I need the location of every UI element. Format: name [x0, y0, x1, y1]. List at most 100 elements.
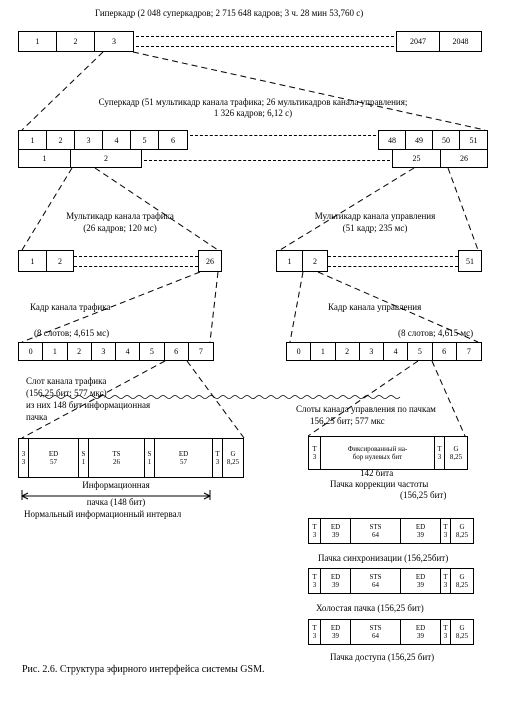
- multiframe-control-cell: 1: [277, 251, 303, 271]
- superframe-cell: 1: [19, 150, 71, 167]
- frame-control-title: Кадр канала управления: [328, 302, 422, 312]
- hyperframe-gap-top: [136, 36, 394, 37]
- info-burst-label: Информационная: [82, 480, 150, 490]
- fcch-burst-bits: (156,25 бит): [400, 490, 447, 500]
- superframe-top-right-group: 48 49 50 51: [378, 130, 488, 150]
- superframe-cell: 50: [433, 131, 460, 149]
- superframe-cell: 6: [171, 135, 175, 145]
- hyperframe-cell: 2048: [452, 37, 469, 46]
- fcch-burst-label: Пачка коррекции частоты: [330, 479, 429, 489]
- multiframe-traffic-right-group: 26: [198, 250, 222, 272]
- frame-traffic-slot: 1: [43, 343, 68, 360]
- superframe-cell: 2: [104, 154, 108, 163]
- multiframe-traffic-left-group: 1 2: [18, 250, 74, 272]
- slot-traffic-duration: (156,25 бит; 577 мкс): [26, 388, 107, 398]
- multiframe-traffic-cell: 1: [19, 251, 47, 271]
- slot-control-title: Слоты канала управления по пачкам: [296, 404, 436, 414]
- fcch-fixed-bits: 142 бита: [360, 468, 394, 478]
- multiframe-control-left-group: 1 2: [276, 250, 328, 272]
- superframe-top-left-group: 1 2 3 4 5 6: [18, 130, 188, 150]
- frame-control-slot: 0: [287, 343, 312, 360]
- frame-control-slot: 5: [408, 343, 433, 360]
- zoom-line-mf-control-left: [289, 271, 304, 343]
- hyperframe-cell: 1: [19, 32, 57, 51]
- frame-traffic-title: Кадр канала трафика: [30, 302, 111, 312]
- superframe-title: Суперкадр (51 мультикадр канала трафика;…: [98, 97, 408, 107]
- frame-traffic-slot: 5: [140, 343, 165, 360]
- slot-traffic-title: Слот канала трафика: [26, 376, 107, 386]
- zoom-line-mf-traffic-right: [209, 271, 219, 343]
- zoom-line-slot-control-right: [431, 360, 466, 437]
- hyperframe-left-group: 1 2 3: [18, 31, 134, 52]
- multiframe-control-cell: 51: [466, 256, 474, 266]
- frame-control-slot: 6: [433, 343, 457, 360]
- frame-control-slot: 7: [466, 347, 471, 356]
- multiframe-traffic-cell: 26: [206, 256, 214, 266]
- frame-control-slot: 3: [360, 343, 384, 360]
- frame-traffic-subtitle: (8 слотов; 4,615 мс): [34, 328, 110, 338]
- superframe-cell: 49: [406, 131, 433, 149]
- access-burst-label: Пачка доступа (156,25 бит): [330, 652, 435, 662]
- zoom-line-super-control-left: [279, 167, 415, 251]
- multiframe-traffic-gap-top: [74, 256, 198, 257]
- info-burst-bits: пачка (148 бит): [86, 497, 146, 507]
- multiframe-traffic-gap-bottom: [74, 266, 198, 267]
- frame-traffic-slot: 0: [19, 343, 44, 360]
- superframe-gap-top: [190, 135, 376, 136]
- superframe-cell: 25: [393, 150, 441, 167]
- frame-traffic-group: 0 1 2 3 4 5 6 7: [18, 342, 214, 361]
- frame-control-slot: 2: [336, 343, 360, 360]
- normal-burst-interval-label: Нормальный информационный интервал: [24, 509, 182, 519]
- sync-burst-label: Пачка синхронизации (156,25бит): [318, 553, 449, 563]
- superframe-bottom-left-group: 1 2: [18, 149, 142, 168]
- multiframe-control-right-group: 51: [458, 250, 482, 272]
- burst-field-fixed-zero-bits: Фиксированный на-бор нулевых бит: [321, 437, 435, 469]
- multiframe-control-cell: 2: [313, 256, 317, 266]
- superframe-cell: 2: [47, 131, 75, 149]
- multiframe-traffic-title: Мультикадр канала трафика: [66, 211, 174, 221]
- dummy-burst-label: Холостая пачка (156,25 бит): [316, 603, 424, 613]
- superframe-bottom-right-group: 25 26: [392, 149, 488, 168]
- frame-traffic-slot: 2: [68, 343, 92, 360]
- superframe-cell: 5: [131, 131, 159, 149]
- slot-traffic-info-note2: пачка: [26, 412, 48, 422]
- multiframe-control-gap-top: [328, 256, 458, 257]
- superframe-cell: 3: [75, 131, 103, 149]
- multiframe-control-gap-bottom: [328, 266, 458, 267]
- hyperframe-cell: 2047: [397, 32, 440, 51]
- frame-traffic-slot: 7: [198, 347, 203, 356]
- superframe-cell: 51: [469, 135, 478, 145]
- multiframe-control-subtitle: (51 кадр; 235 мс): [342, 223, 408, 233]
- slot-control-subtitle: 156,25 бит; 577 мкс: [310, 416, 385, 426]
- multiframe-control-title: Мультикадр канала управления: [314, 211, 436, 221]
- hyperframe-right-group: 2047 2048: [396, 31, 482, 52]
- superframe-title-line2: 1 326 кадров; 6,12 с): [213, 108, 293, 118]
- frame-traffic-slot: 4: [116, 343, 141, 360]
- zoom-line-super-traffic-right: [94, 167, 219, 251]
